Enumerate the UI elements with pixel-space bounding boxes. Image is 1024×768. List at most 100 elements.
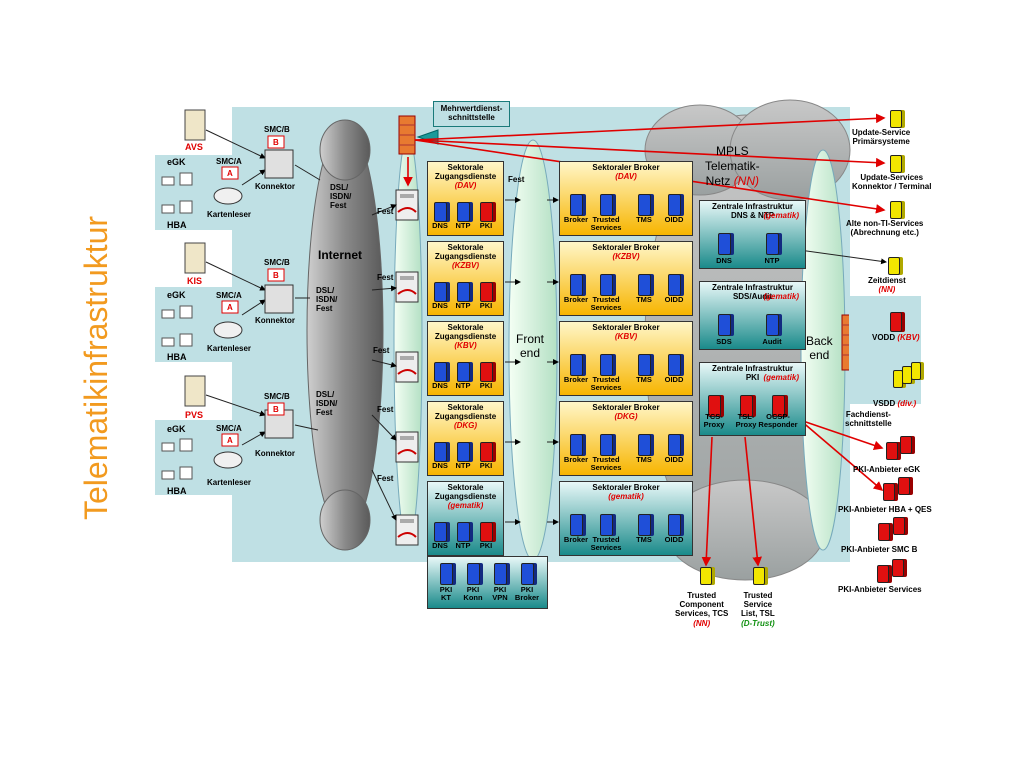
- card-icons: [161, 172, 193, 480]
- trusted-component-icon: [700, 567, 712, 585]
- broker-server-icon-2-1: [600, 354, 613, 376]
- kartenleser-label-avs: Kartenleser: [207, 210, 252, 219]
- pki-anbieter-icon-7: [892, 559, 904, 577]
- zugang-title-3: Sektorale Zugangsdienste: [434, 403, 497, 421]
- kartenleser-icons: [213, 187, 243, 469]
- zugang-server-label-0-1: NTP: [455, 221, 471, 230]
- broker-server-label-0-1: Trusted Services: [590, 215, 622, 233]
- konnektor-label-pvs: Konnektor: [255, 449, 295, 458]
- zugang-server-icon-2-1: [457, 362, 470, 382]
- zugang-server-icon-0-1: [457, 202, 470, 222]
- right-service-label-1: Update-Services Konnektor / Terminal: [852, 173, 932, 192]
- zugang-server-label-3-1: NTP: [455, 461, 471, 470]
- zeitdienst-name: Zeitdienst: [868, 276, 906, 285]
- central-server-icon-0-1: [766, 233, 779, 255]
- trusted-service-icon: [753, 567, 765, 585]
- smcb-letter-pvs: B: [273, 405, 279, 414]
- pki-anbieter-icon-0: [886, 442, 898, 460]
- zugang-server-icon-4-2: [480, 522, 493, 542]
- egk-label-kis: eGK: [167, 290, 186, 300]
- central-server-label-1-0: SDS: [716, 337, 732, 346]
- zeitdienst-org: (NN): [878, 285, 896, 295]
- vodd-name: VODD: [872, 333, 896, 342]
- broker-server-label-0-0: Broker: [563, 215, 589, 224]
- pki-anbieter-egk: PKI-Anbieter eGK: [853, 465, 921, 474]
- trusted-service-label: Trusted Service List, TSL (D-Trust): [741, 591, 775, 628]
- zugang-server-icon-4-1: [457, 522, 470, 542]
- zugang-org-2: (KBV): [454, 340, 477, 350]
- central-box-1: Zentrale Infrastruktur SDS/Audit(gematik…: [699, 281, 806, 350]
- broker-server-label-1-1: Trusted Services: [590, 295, 622, 313]
- zugang-server-icon-0-2: [480, 202, 493, 222]
- zugang-server-label-2-0: DNS: [432, 381, 448, 390]
- smca-label-pvs: SMC/A: [216, 424, 242, 433]
- pki-server-label-1: PKI Konn: [463, 585, 483, 603]
- central-org-1: (gematik): [763, 292, 799, 301]
- vsdd-icon-3: [911, 362, 921, 380]
- system-tower-icons: [184, 109, 206, 407]
- vodd-org: (KBV): [897, 333, 920, 342]
- fest-label-1: Fest: [377, 207, 394, 216]
- pki-anbieter-smcb: PKI-Anbieter SMC B: [841, 545, 918, 554]
- pki-anbieter-icon-5: [893, 517, 905, 535]
- mpls-line-3: Netz: [705, 174, 731, 188]
- zugang-server-icon-3-2: [480, 442, 493, 462]
- dsl-label-1: DSL/ ISDN/ Fest: [330, 183, 352, 211]
- broker-server-label-1-2: TMS: [636, 295, 652, 304]
- mpls-line-1: MPLS: [716, 144, 749, 158]
- broker-server-label-3-1: Trusted Services: [590, 455, 622, 473]
- back-end-label: Back end: [806, 334, 833, 362]
- trusted-component-org: (NN): [693, 618, 711, 628]
- broker-server-icon-0-1: [600, 194, 613, 216]
- pki-anbieter-services: PKI-Anbieter Services: [838, 585, 922, 594]
- firewall-top: [398, 115, 416, 155]
- fest-label-2: Fest: [377, 273, 394, 282]
- zugang-server-label-2-1: NTP: [455, 381, 471, 390]
- fachdienst-area: [849, 296, 921, 404]
- fest-label-4: Fest: [377, 405, 394, 414]
- central-server-icon-1-1: [766, 314, 779, 336]
- hba-label-pvs: HBA: [167, 486, 187, 496]
- broker-title-2: Sektoraler Broker: [592, 323, 660, 332]
- central-title-1: Zentrale Infrastruktur SDS/Audit: [712, 283, 793, 301]
- pki-server-icon-3: [521, 563, 534, 585]
- smca-letter-avs: A: [227, 169, 233, 178]
- zugang-server-label-3-2: PKI: [479, 461, 493, 470]
- trusted-service-name: Trusted Service List, TSL: [741, 591, 775, 619]
- central-box-0: Zentrale Infrastruktur DNS & NTP(gematik…: [699, 200, 806, 269]
- broker-server-label-4-1: Trusted Services: [590, 535, 622, 553]
- zugang-server-icon-2-2: [480, 362, 493, 382]
- system-label-avs: AVS: [185, 142, 203, 152]
- trusted-service-org: (D-Trust): [741, 618, 775, 628]
- broker-server-label-3-3: OIDD: [664, 455, 684, 464]
- zugang-title-2: Sektorale Zugangsdienste: [434, 323, 497, 341]
- broker-server-label-2-1: Trusted Services: [590, 375, 622, 393]
- vodd-icon: [890, 312, 902, 332]
- broker-server-icon-2-2: [638, 354, 651, 376]
- system-label-kis: KIS: [187, 276, 203, 286]
- trusted-component-name: Trusted Component Services, TCS: [675, 591, 729, 619]
- dsl-label-2: DSL/ ISDN/ Fest: [316, 286, 338, 314]
- broker-server-label-2-0: Broker: [563, 375, 589, 384]
- broker-server-label-2-2: TMS: [636, 375, 652, 384]
- broker-server-icon-4-2: [638, 514, 651, 536]
- zugang-org-3: (DKG): [453, 420, 478, 430]
- zugang-server-icon-1-0: [434, 282, 447, 302]
- zugang-server-icon-0-0: [434, 202, 447, 222]
- central-server-label-2-1: TSL- Proxy: [735, 412, 757, 430]
- broker-org-2: (KBV): [614, 331, 638, 341]
- broker-title-4: Sektoraler Broker: [592, 483, 660, 492]
- zugang-server-label-4-0: DNS: [432, 541, 448, 550]
- update-service-icon-2: [890, 201, 902, 219]
- broker-server-icon-1-2: [638, 274, 651, 296]
- central-server-icon-2-1: [740, 395, 753, 417]
- pki-server-label-3: PKI Broker: [514, 585, 540, 603]
- right-service-label-2: Alte non-TI-Services (Abrechnung etc.): [846, 219, 924, 238]
- central-title-2: Zentrale Infrastruktur PKI: [712, 364, 793, 382]
- internet-cloud: [306, 119, 384, 551]
